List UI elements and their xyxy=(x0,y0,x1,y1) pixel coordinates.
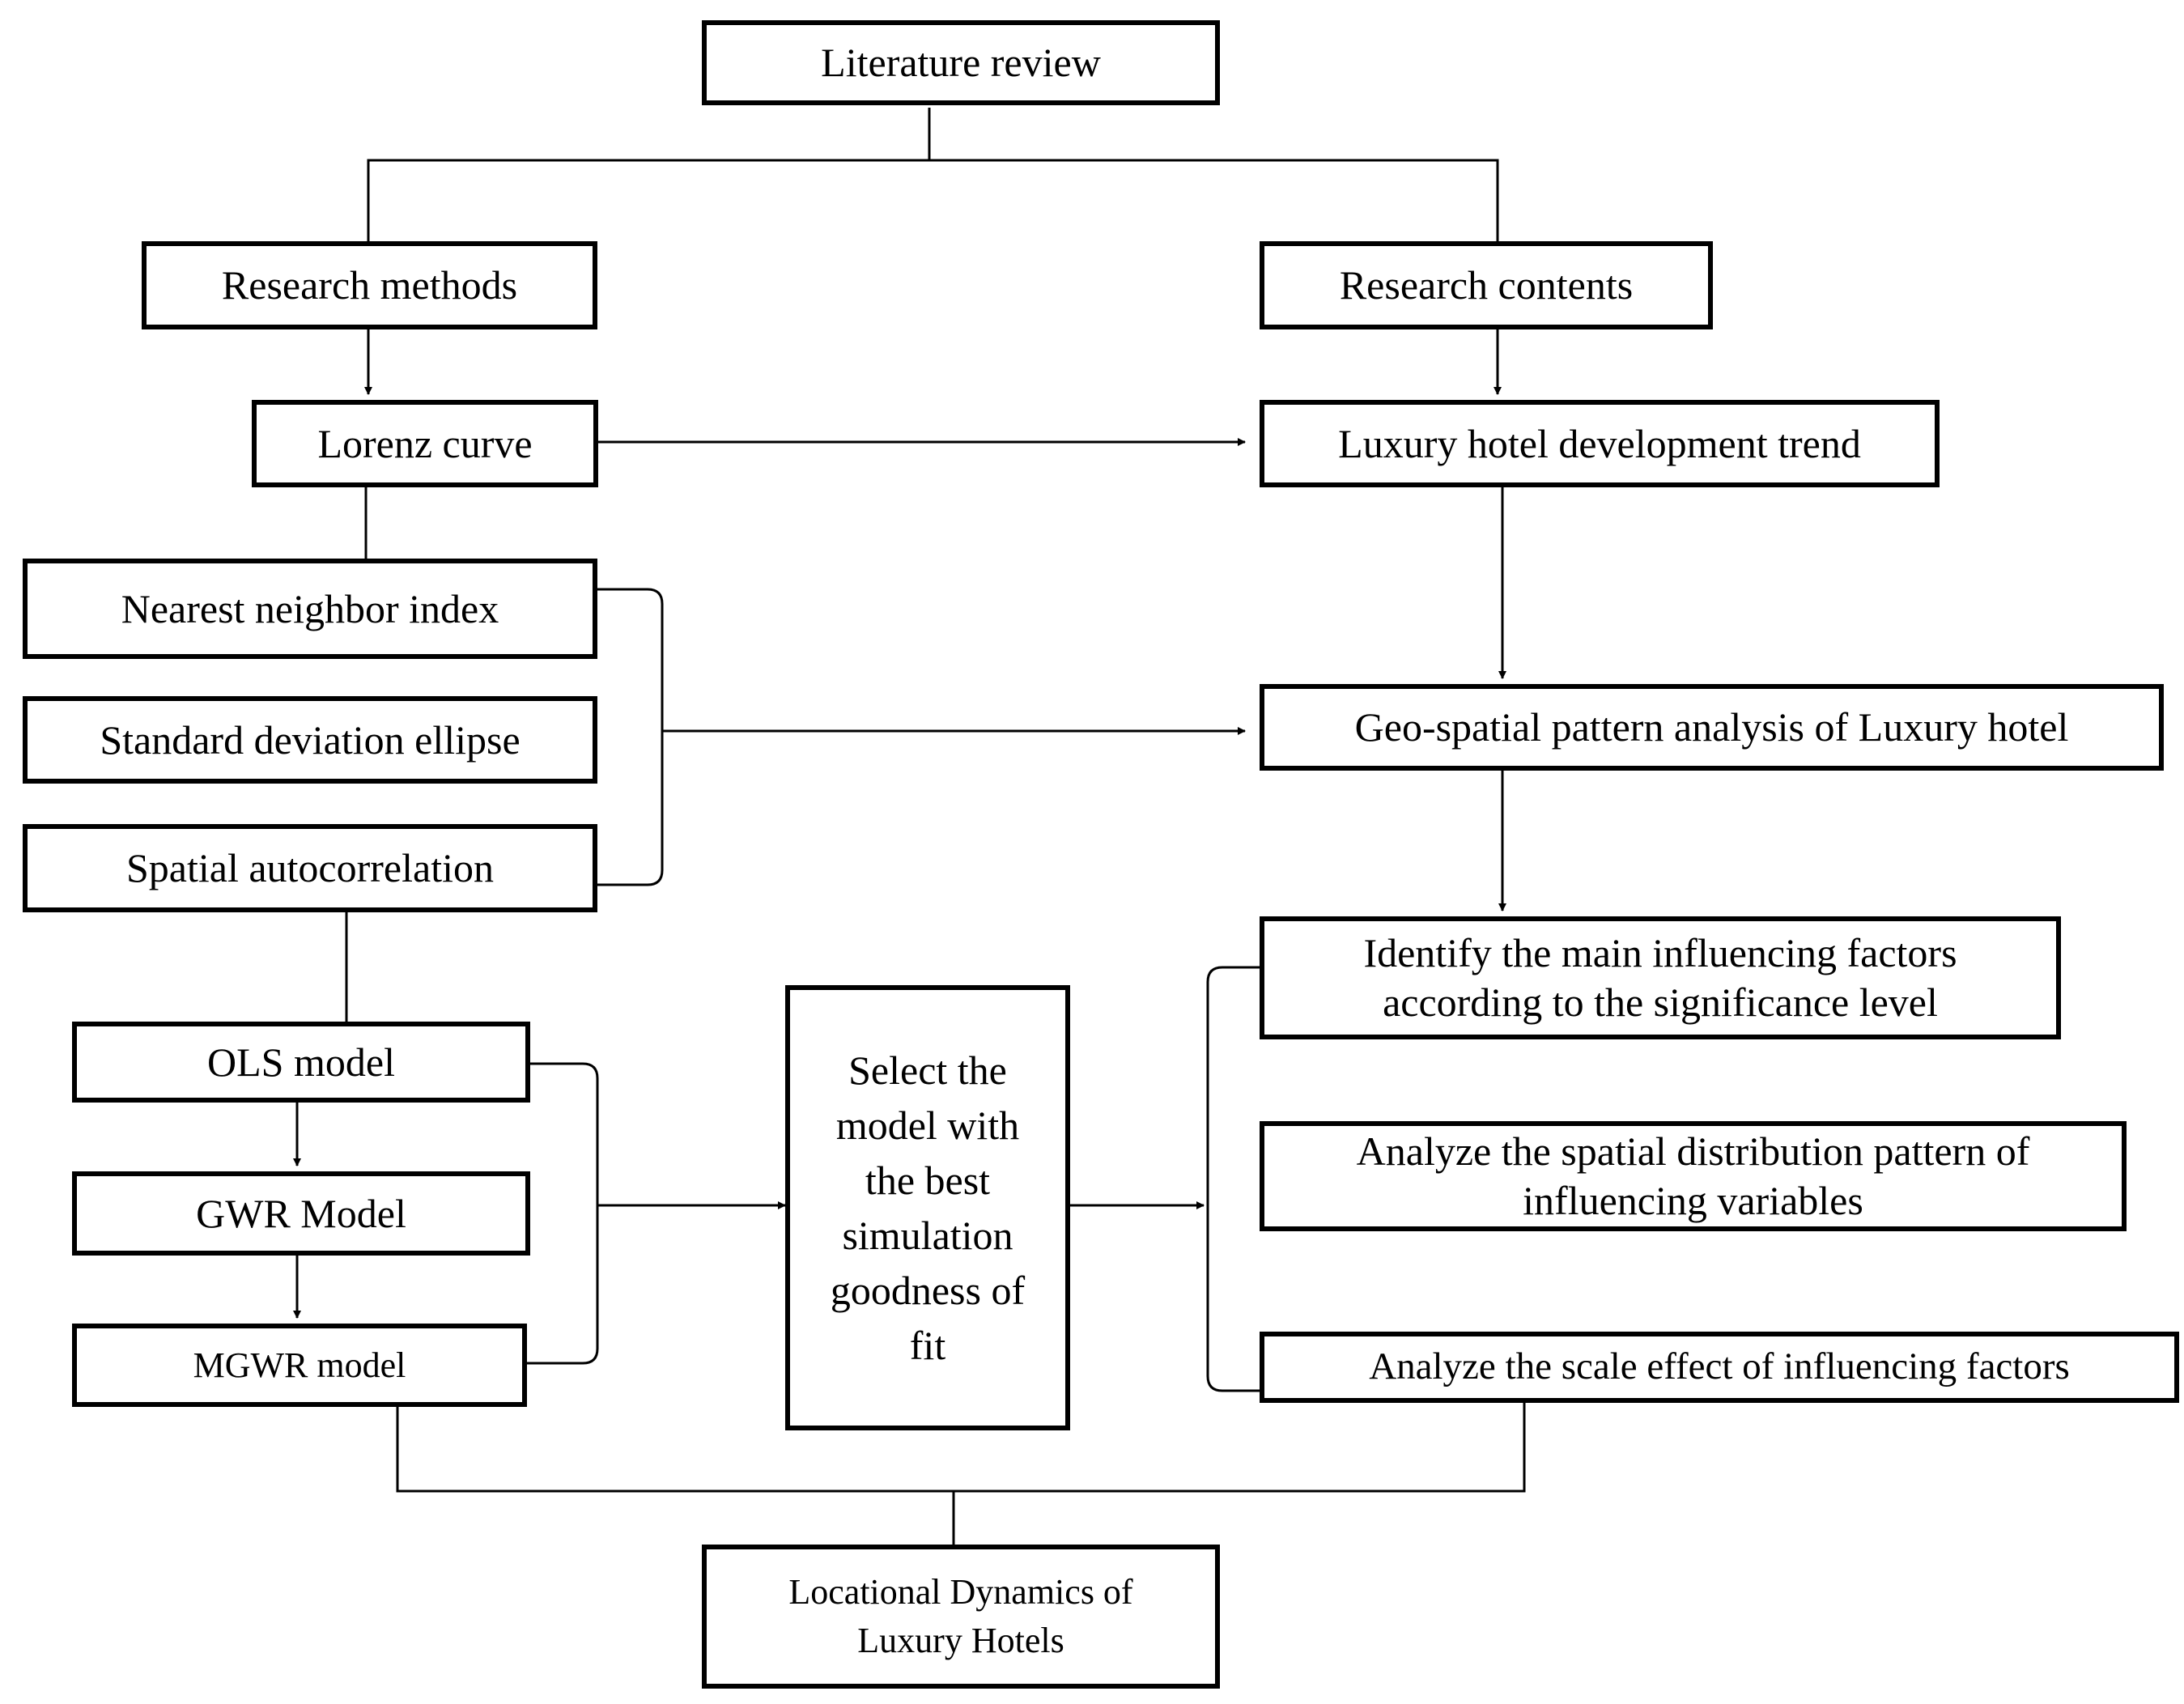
node-select-best-model: Select the model with the best simulatio… xyxy=(785,985,1070,1430)
bracket-regression-models xyxy=(527,1062,599,1365)
node-literature-review: Literature review xyxy=(702,20,1220,105)
node-lorenz-curve: Lorenz curve xyxy=(252,400,598,487)
bracket-factor-analyses xyxy=(1206,966,1260,1392)
node-ols-model: OLS model xyxy=(72,1022,530,1103)
node-identify-influencing-factors: Identify the main influencing factors ac… xyxy=(1260,916,2061,1039)
node-locational-dynamics: Locational Dynamics of Luxury Hotels xyxy=(702,1545,1220,1689)
node-research-methods: Research methods xyxy=(142,241,597,329)
node-analyze-scale-effect: Analyze the scale effect of influencing … xyxy=(1260,1332,2179,1403)
node-gwr-model: GWR Model xyxy=(72,1171,530,1256)
node-research-contents: Research contents xyxy=(1260,241,1713,329)
node-analyze-distribution-pattern: Analyze the spatial distribution pattern… xyxy=(1260,1121,2127,1231)
node-nearest-neighbor-index: Nearest neighbor index xyxy=(23,559,597,659)
connector-literature-split xyxy=(367,108,1499,241)
node-geo-spatial-pattern: Geo-spatial pattern analysis of Luxury h… xyxy=(1260,684,2164,771)
node-mgwr-model: MGWR model xyxy=(72,1324,527,1407)
node-development-trend: Luxury hotel development trend xyxy=(1260,400,1940,487)
connector-bottom-merge xyxy=(396,1403,1526,1545)
node-standard-deviation-ellipse: Standard deviation ellipse xyxy=(23,696,597,784)
bracket-spatial-methods xyxy=(597,588,664,886)
node-spatial-autocorrelation: Spatial autocorrelation xyxy=(23,824,597,912)
